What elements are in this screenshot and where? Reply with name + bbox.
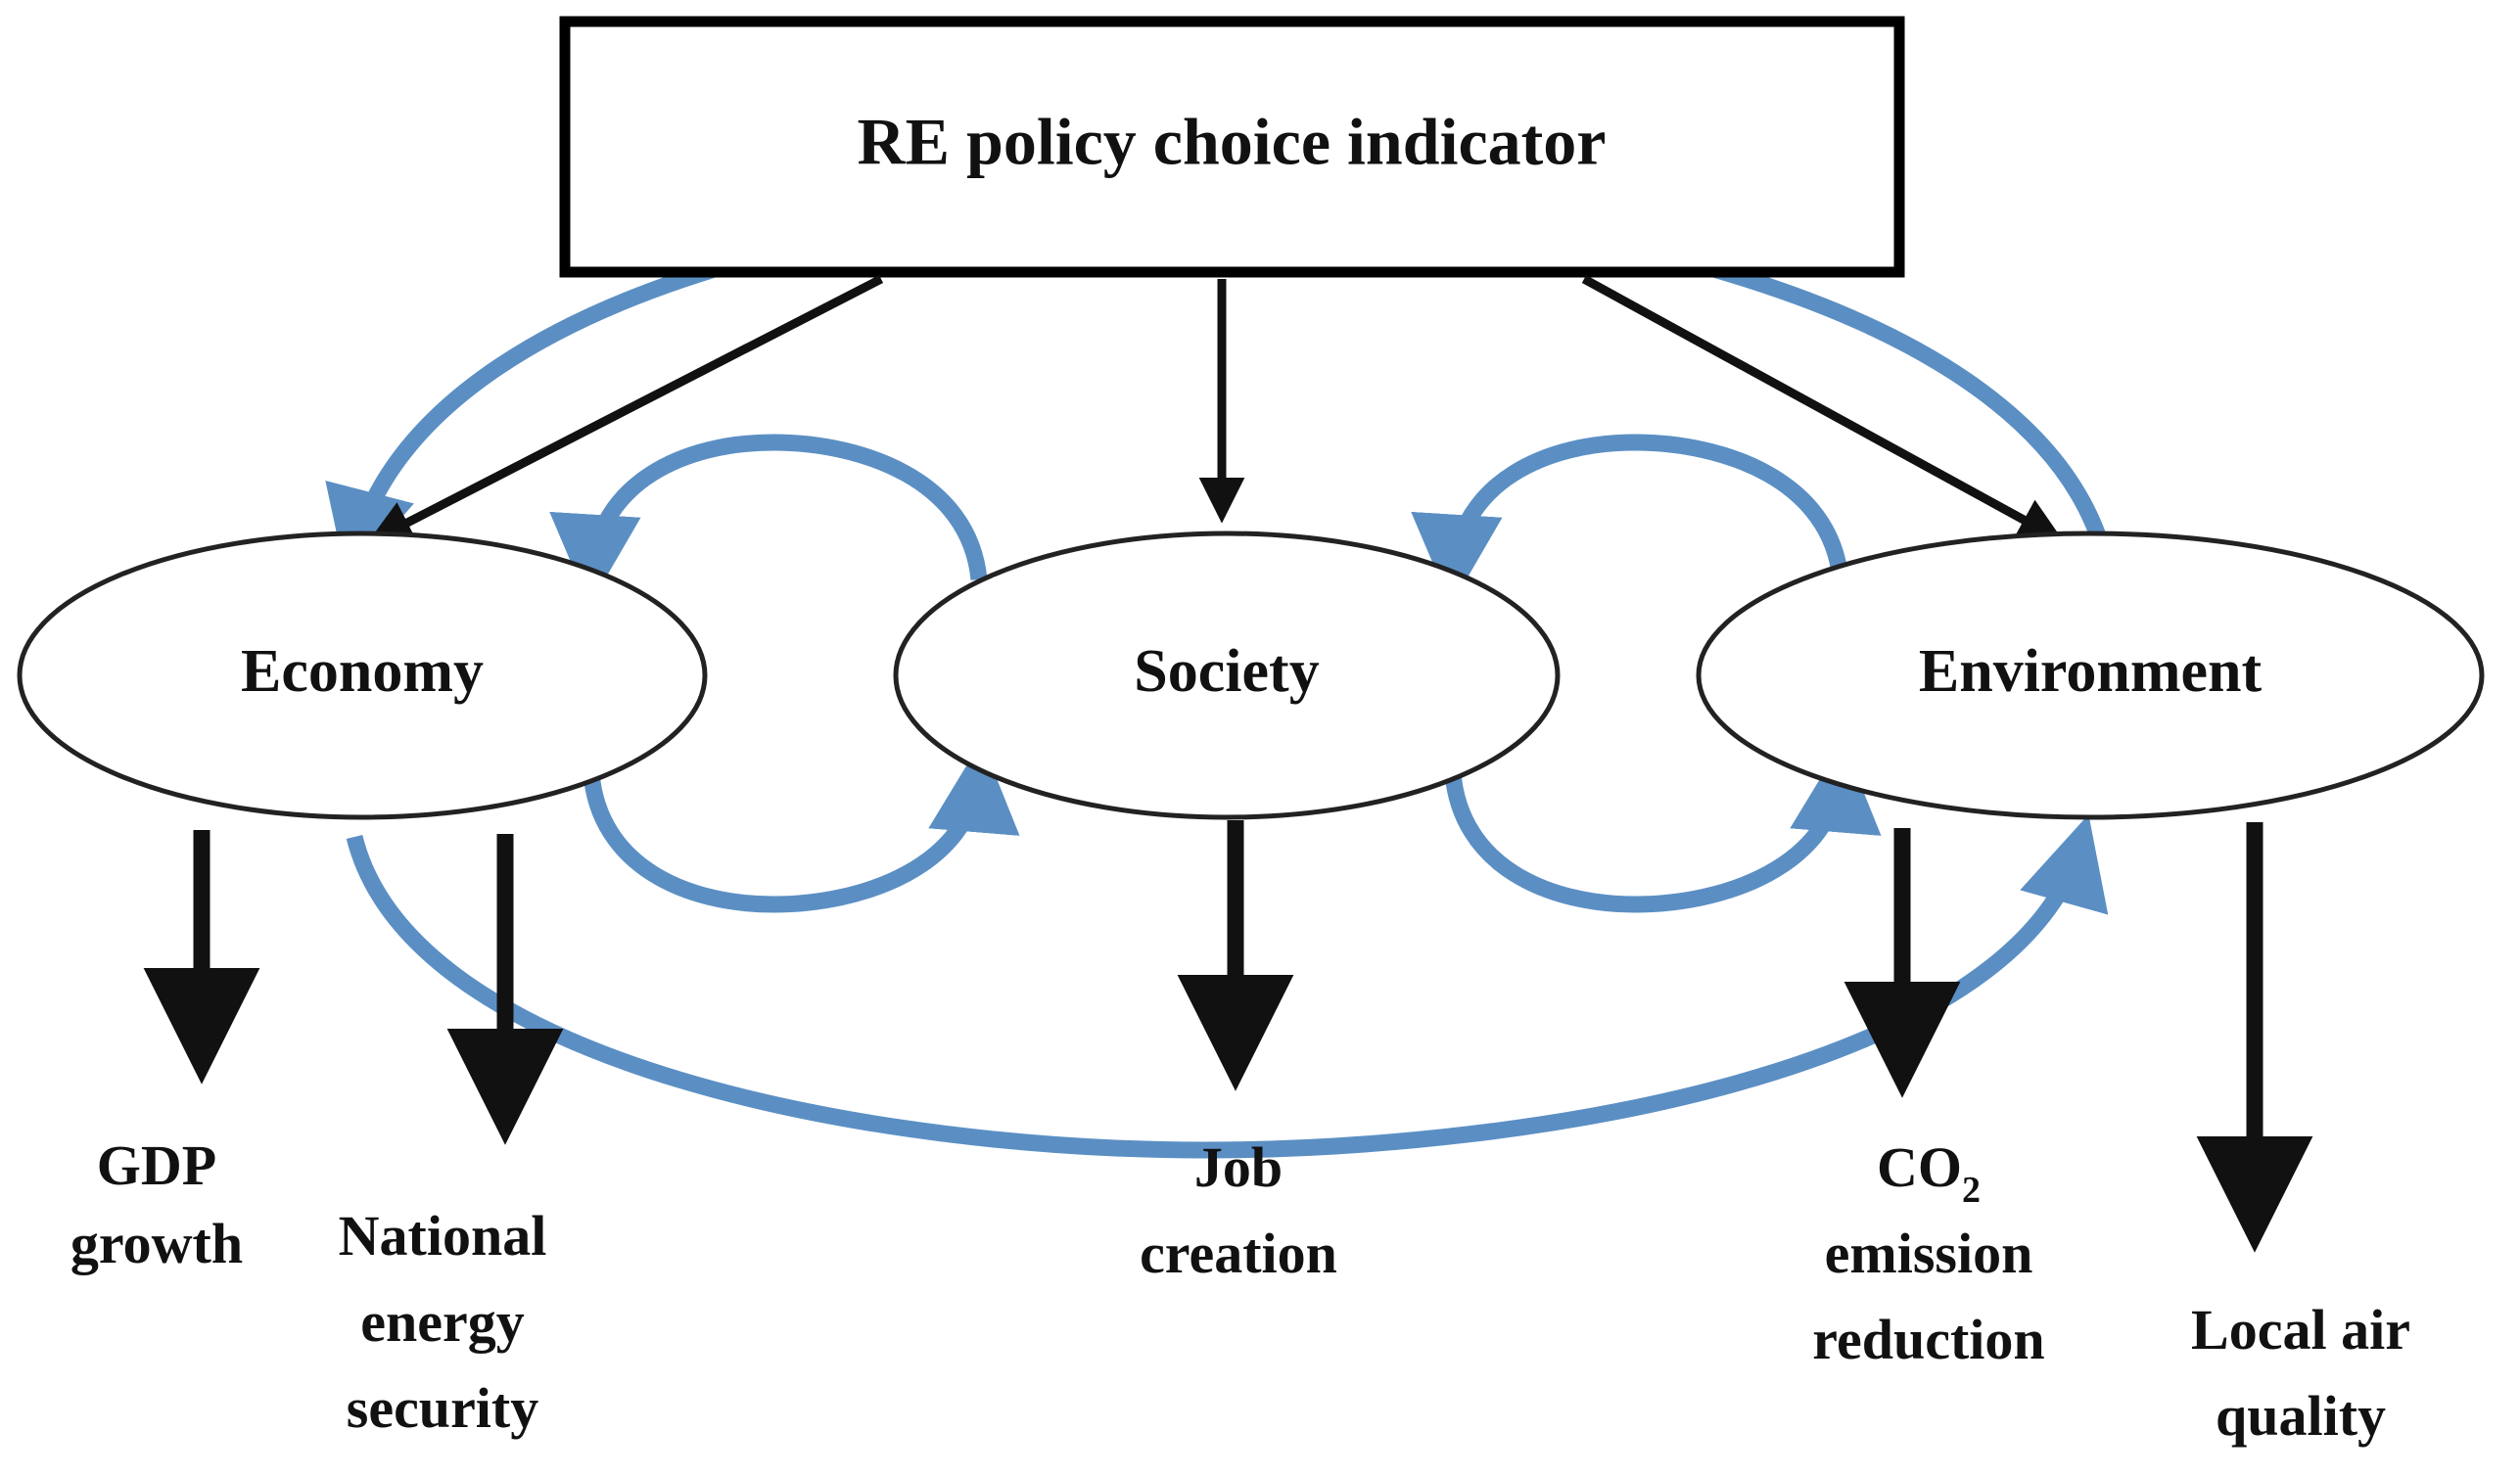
economy-ellipse (17, 531, 708, 820)
society-label: Society (1134, 638, 1319, 705)
re-policy-choice-indicator-box: RE policy choice indicator (559, 16, 1905, 278)
co2-subscript: 2 (1962, 1170, 1981, 1211)
blue-loop-outer-bottom (346, 813, 2109, 1159)
co2-emission-reduction-line-2: emission (1825, 1222, 2033, 1285)
indicator-co2-emission-reduction: CO2 emission reduction (1812, 1135, 2044, 1371)
gdp-growth-line-1: GDP (97, 1133, 216, 1197)
pillar-society: Society (893, 531, 1561, 820)
national-energy-security-line-3: security (347, 1376, 539, 1440)
blue-loop-society-environment (1411, 434, 1882, 913)
indicator-job-creation: Job creation (1140, 1135, 1337, 1285)
environment-label: Environment (1919, 638, 2263, 705)
svg-text:CO2: CO2 (1877, 1135, 1981, 1211)
society-ellipse (893, 531, 1561, 820)
arrow-box-to-environment (1581, 275, 2065, 542)
re-policy-choice-indicator-label: RE policy choice indicator (858, 105, 1607, 179)
pillar-economy: Economy (17, 531, 708, 820)
gdp-growth-line-2: growth (70, 1212, 243, 1275)
environment-ellipse (1696, 531, 2485, 820)
blue-loop-economy-society (549, 434, 1020, 913)
job-creation-line-2: creation (1140, 1222, 1337, 1285)
national-energy-security-line-1: National (339, 1204, 547, 1268)
indicator-local-air-quality: Local air quality (2191, 1298, 2410, 1448)
indicator-national-energy-security: National energy security (339, 1204, 547, 1440)
pillar-environment: Environment (1696, 531, 2485, 820)
arrow-box-to-economy (366, 274, 884, 544)
local-air-quality-line-1: Local air (2191, 1298, 2410, 1362)
co2-emission-reduction-line-3: reduction (1812, 1308, 2044, 1371)
indicator-gdp-growth: GDP growth (70, 1133, 243, 1275)
co2-emission-reduction-line-1: CO (1877, 1135, 1962, 1199)
national-energy-security-line-2: energy (360, 1290, 525, 1354)
job-creation-line-1: Job (1194, 1135, 1283, 1199)
economy-label: Economy (241, 638, 484, 705)
local-air-quality-line-2: quality (2216, 1384, 2386, 1448)
